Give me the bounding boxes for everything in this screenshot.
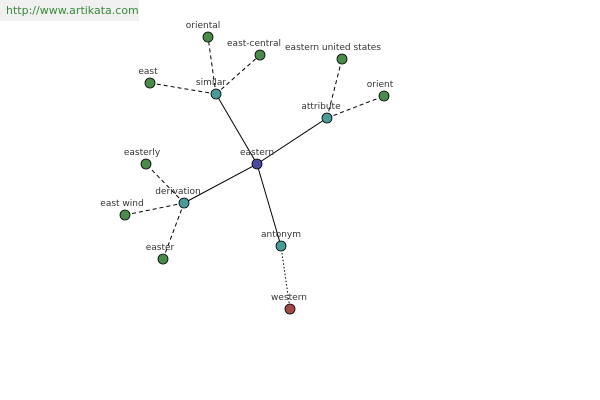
edge-derivation-east-wind <box>124 202 185 216</box>
node-label-east[interactable]: east <box>138 67 158 77</box>
node-antonym[interactable]: antonym <box>261 230 301 252</box>
graph-nodes: eastern similar attribute derivation antonym… <box>100 21 394 315</box>
node-label-western[interactable]: western <box>271 293 307 303</box>
node-dot-east-wind[interactable] <box>119 209 131 221</box>
node-dot-orient[interactable] <box>378 90 390 102</box>
edge-eastern-similar <box>215 93 258 165</box>
node-dot-east[interactable] <box>144 77 156 89</box>
node-oriental[interactable]: oriental <box>186 21 221 43</box>
edge-attribute-eastern-united-states <box>326 58 343 119</box>
node-label-antonym[interactable]: antonym <box>261 230 301 240</box>
node-dot-derivation[interactable] <box>178 197 190 209</box>
node-east[interactable]: east <box>138 67 158 89</box>
edge-eastern-derivation <box>183 163 258 204</box>
node-dot-attribute[interactable] <box>321 112 333 124</box>
node-dot-east-central[interactable] <box>254 49 266 61</box>
node-dot-oriental[interactable] <box>202 31 214 43</box>
node-orient[interactable]: orient <box>367 80 394 102</box>
node-label-easterly[interactable]: easterly <box>124 148 161 158</box>
edge-attribute-orient <box>326 95 385 119</box>
node-label-similar[interactable]: similar <box>196 78 226 88</box>
edge-similar-east-central <box>215 54 261 95</box>
edge-derivation-easter <box>162 202 185 260</box>
node-label-eastern-united-states[interactable]: eastern united states <box>285 43 381 53</box>
site-url-banner[interactable]: http://www.artikata.com <box>0 0 139 21</box>
node-dot-eastern[interactable] <box>251 158 263 170</box>
node-western[interactable]: western <box>271 293 307 315</box>
edge-similar-oriental <box>207 36 217 95</box>
node-dot-easter[interactable] <box>157 253 169 265</box>
node-label-east-central[interactable]: east-central <box>227 39 281 49</box>
node-label-eastern[interactable]: eastern <box>240 148 274 158</box>
edge-antonym-western <box>280 245 291 310</box>
edge-eastern-attribute <box>256 117 328 165</box>
node-dot-antonym[interactable] <box>275 240 287 252</box>
node-label-attribute[interactable]: attribute <box>301 102 341 112</box>
node-label-orient[interactable]: orient <box>367 80 394 90</box>
node-east-wind[interactable]: east wind <box>100 199 144 221</box>
node-label-oriental[interactable]: oriental <box>186 21 221 31</box>
node-dot-eastern-united-states[interactable] <box>336 53 348 65</box>
node-label-derivation[interactable]: derivation <box>155 187 201 197</box>
node-dot-western[interactable] <box>284 303 296 315</box>
node-easter[interactable]: easter <box>146 243 175 265</box>
node-dot-similar[interactable] <box>210 88 222 100</box>
node-east-central[interactable]: east-central <box>227 39 281 61</box>
graph-edges <box>124 36 385 310</box>
node-label-east-wind[interactable]: east wind <box>100 199 143 209</box>
node-eastern[interactable]: eastern <box>240 148 274 170</box>
node-dot-easterly[interactable] <box>140 158 152 170</box>
node-label-easter[interactable]: easter <box>146 243 175 253</box>
node-derivation[interactable]: derivation <box>155 187 201 209</box>
node-similar[interactable]: similar <box>196 78 226 100</box>
edge-eastern-antonym <box>256 163 282 247</box>
node-easterly[interactable]: easterly <box>124 148 161 170</box>
node-attribute[interactable]: attribute <box>301 102 341 124</box>
edge-derivation-easterly <box>145 163 185 204</box>
node-eastern-united-states[interactable]: eastern united states <box>285 43 381 65</box>
